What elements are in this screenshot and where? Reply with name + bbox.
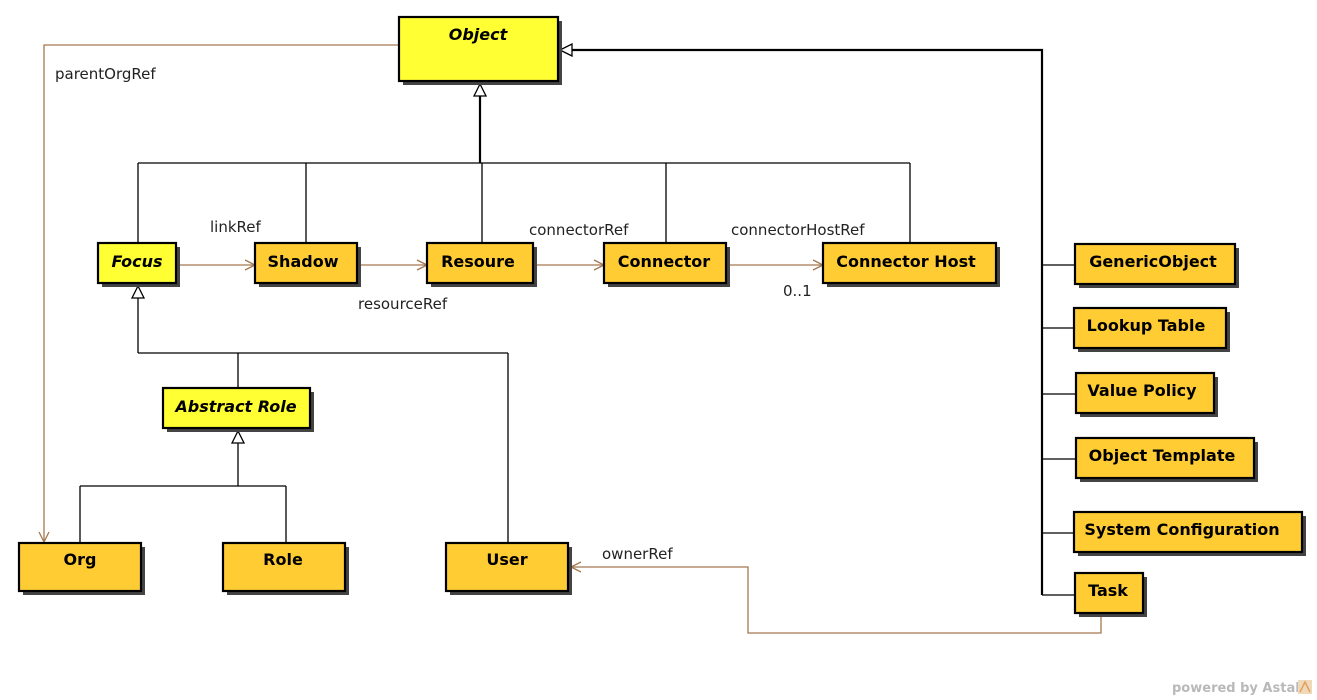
generalization-right-trunk-object bbox=[560, 50, 1044, 595]
class-connector[interactable]: Connector bbox=[602, 241, 730, 287]
class-object-template-name: Object Template bbox=[1089, 446, 1236, 465]
class-generic-object-name: GenericObject bbox=[1089, 252, 1217, 271]
class-system-configuration-name: System Configuration bbox=[1084, 520, 1279, 539]
class-focus[interactable]: Focus bbox=[96, 241, 180, 287]
class-shadow-name: Shadow bbox=[268, 252, 339, 271]
connector-ref-label: connectorRef bbox=[529, 221, 629, 239]
link-ref-label: linkRef bbox=[210, 218, 262, 236]
class-value-policy[interactable]: Value Policy bbox=[1074, 371, 1218, 417]
class-connector-name: Connector bbox=[618, 252, 710, 271]
class-connector-host[interactable]: Connector Host bbox=[821, 241, 1000, 287]
class-org-name: Org bbox=[64, 550, 97, 569]
connector-host-multiplicity-label: 0..1 bbox=[783, 282, 812, 300]
class-focus-name: Focus bbox=[111, 252, 162, 271]
association-parent-org-ref bbox=[44, 44, 400, 542]
class-task-name: Task bbox=[1088, 581, 1128, 600]
connector-host-ref-label: connectorHostRef bbox=[731, 221, 865, 239]
resource-ref-label: resourceRef bbox=[358, 295, 448, 313]
association-lines bbox=[44, 44, 1102, 634]
class-lookup-table-name: Lookup Table bbox=[1087, 316, 1206, 335]
class-org[interactable]: Org bbox=[17, 541, 145, 595]
generalization-lines bbox=[79, 50, 1076, 596]
class-object[interactable]: Object bbox=[397, 15, 562, 85]
class-role[interactable]: Role bbox=[221, 541, 349, 595]
astah-watermark: powered by Astah bbox=[1172, 680, 1312, 696]
class-task[interactable]: Task bbox=[1073, 571, 1147, 617]
class-role-name: Role bbox=[263, 550, 303, 569]
class-abstract-role[interactable]: Abstract Role bbox=[161, 386, 314, 432]
parent-org-ref-label: parentOrgRef bbox=[55, 65, 156, 83]
class-object-name: Object bbox=[449, 25, 509, 44]
class-generic-object[interactable]: GenericObject bbox=[1073, 242, 1239, 288]
class-abstract-role-name: Abstract Role bbox=[173, 397, 296, 416]
class-resoure-name: Resoure bbox=[441, 252, 515, 271]
astah-watermark-text: powered by Astah bbox=[1172, 681, 1304, 696]
association-owner-ref bbox=[571, 567, 1102, 634]
class-system-configuration[interactable]: System Configuration bbox=[1072, 510, 1306, 556]
class-user[interactable]: User bbox=[444, 541, 572, 595]
class-connector-host-name: Connector Host bbox=[836, 252, 976, 271]
class-value-policy-name: Value Policy bbox=[1087, 381, 1197, 400]
class-user-name: User bbox=[486, 550, 527, 569]
owner-ref-label: ownerRef bbox=[602, 545, 673, 563]
class-shadow[interactable]: Shadow bbox=[253, 241, 361, 287]
astah-logo-icon bbox=[1298, 680, 1312, 694]
class-lookup-table[interactable]: Lookup Table bbox=[1072, 306, 1230, 352]
class-resoure[interactable]: Resoure bbox=[425, 241, 537, 287]
association-labels: parentOrgRef linkRef resourceRef connect… bbox=[55, 65, 865, 563]
class-object-template[interactable]: Object Template bbox=[1074, 436, 1258, 482]
